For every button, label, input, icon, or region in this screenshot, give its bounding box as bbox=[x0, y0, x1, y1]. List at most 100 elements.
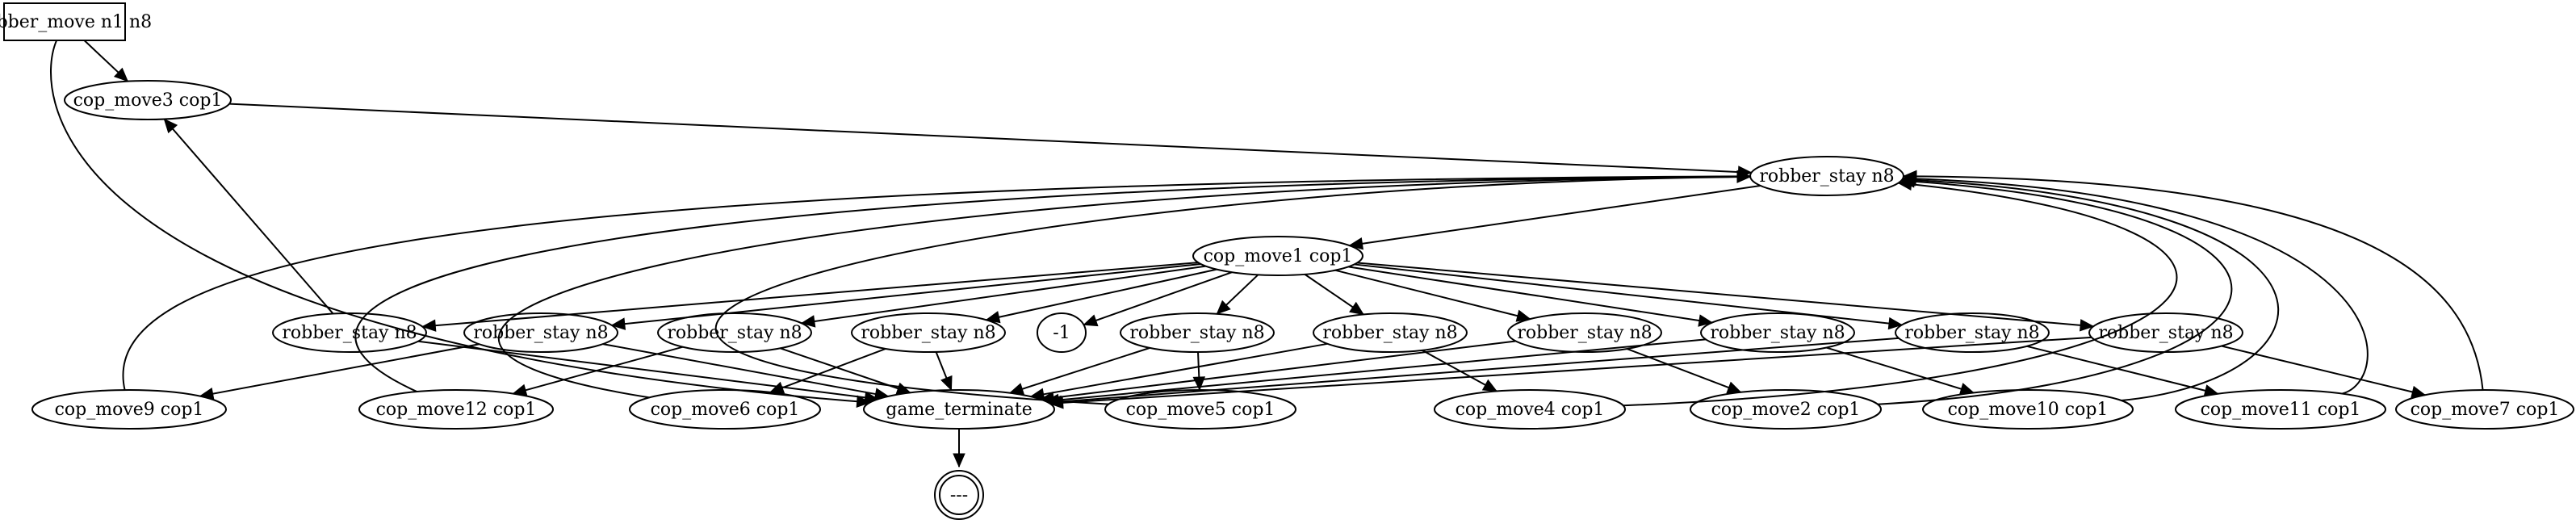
node-cm11: cop_move11 cop1 bbox=[2175, 389, 2386, 430]
node-cm3: cop_move3 cop1 bbox=[64, 80, 232, 120]
node-label: robber_stay n8 bbox=[1904, 323, 2039, 343]
node-label: cop_move12 cop1 bbox=[376, 400, 537, 420]
node-ellipse bbox=[2395, 389, 2574, 430]
edge-cm12-to-rs_top bbox=[354, 175, 1751, 392]
node-label: robber_stay n8 bbox=[667, 323, 802, 343]
node-label: robber_stay n8 bbox=[861, 323, 995, 343]
node-label: robber_stay n8 bbox=[1322, 323, 1457, 343]
node-ellipse bbox=[629, 389, 821, 430]
node-root: robber_move n1 n8 bbox=[0, 2, 152, 41]
node-rs2: robber_stay n8 bbox=[463, 312, 618, 353]
arrowhead-icon bbox=[1481, 379, 1498, 392]
node-rs_top: robber_stay n8 bbox=[1749, 156, 1904, 196]
arrowhead-icon bbox=[800, 315, 816, 328]
edge-rs10-to-cm7 bbox=[2221, 345, 2426, 396]
edge-cm5-to-rs_top bbox=[714, 175, 1751, 405]
edge-rs4-to-cm6 bbox=[769, 348, 886, 393]
node-rs5: robber_stay n8 bbox=[1120, 312, 1275, 353]
arrowhead-icon bbox=[113, 67, 129, 82]
node-label: cop_move5 cop1 bbox=[1126, 400, 1275, 420]
node-rs9: robber_stay n8 bbox=[1895, 312, 2050, 353]
edge-rs10-to-gt bbox=[1049, 336, 2092, 405]
edge-cm6-to-rs_top bbox=[497, 175, 1751, 399]
node-ellipse bbox=[272, 312, 427, 353]
node-ellipse bbox=[1037, 312, 1087, 353]
edge-cm11-to-rs_top bbox=[1903, 177, 2369, 395]
node-ellipse bbox=[1922, 389, 2134, 430]
node-label: cop_move10 cop1 bbox=[1948, 400, 2109, 420]
node-ellipse bbox=[1895, 312, 2050, 353]
edge-rs8-to-cm10 bbox=[1826, 346, 1975, 394]
node-label: robber_stay n8 bbox=[473, 323, 608, 343]
edge-rs6-to-gt bbox=[1030, 342, 1328, 398]
edge-cm1-to-rs1 bbox=[422, 262, 1199, 328]
node-label: cop_move4 cop1 bbox=[1456, 400, 1605, 420]
node-cm2: cop_move2 cop1 bbox=[1690, 389, 1882, 430]
edge-rs8-to-gt bbox=[1045, 338, 1707, 402]
edge-rs1-to-cm3 bbox=[163, 118, 334, 315]
node-label: cop_move3 cop1 bbox=[73, 90, 223, 111]
node-label: cop_move11 cop1 bbox=[2201, 400, 2361, 420]
edge-cm1-to-rs8 bbox=[1348, 266, 1712, 324]
arrowhead-icon bbox=[610, 317, 626, 330]
edge-cm2-to-rs_top bbox=[1877, 179, 2233, 405]
edge-cm4-to-rs_top bbox=[1623, 182, 2178, 407]
edge-root-to-gt bbox=[49, 40, 870, 404]
arrowhead-icon bbox=[985, 311, 1001, 324]
node-label: cop_move7 cop1 bbox=[2411, 400, 2560, 420]
node-cm5: cop_move5 cop1 bbox=[1104, 389, 1296, 430]
node-ellipse bbox=[851, 312, 1006, 353]
node-label: cop_move9 cop1 bbox=[55, 400, 204, 420]
node-label: cop_move2 cop1 bbox=[1711, 400, 1861, 420]
node-ellipse bbox=[1690, 389, 1882, 430]
node-label: robber_stay n8 bbox=[282, 323, 417, 343]
node-ellipse bbox=[657, 312, 812, 353]
node-rs3: robber_stay n8 bbox=[657, 312, 812, 353]
node-rs4: robber_stay n8 bbox=[851, 312, 1006, 353]
node-ellipse bbox=[358, 389, 554, 430]
node-cm12: cop_move12 cop1 bbox=[358, 389, 554, 430]
node-cm4: cop_move4 cop1 bbox=[1434, 389, 1626, 430]
edge-cm1-to-rs3 bbox=[801, 265, 1206, 325]
node-label: robber_stay n8 bbox=[2098, 323, 2233, 343]
arrowhead-icon bbox=[953, 453, 965, 468]
arrowhead-icon bbox=[940, 375, 953, 392]
arrowhead-icon bbox=[2080, 319, 2095, 332]
edge-cm10-to-rs_top bbox=[1902, 178, 2280, 401]
node-ellipse bbox=[1434, 389, 1626, 430]
node-neg1: -1 bbox=[1037, 312, 1087, 353]
arrowhead-icon bbox=[769, 381, 785, 394]
node-ellipse bbox=[1507, 312, 1662, 353]
edge-cm1-to-rs2 bbox=[611, 262, 1201, 326]
edge-rs2-to-gt bbox=[602, 343, 889, 397]
node-label: robber_stay n8 bbox=[1517, 323, 1652, 343]
node-ellipse bbox=[1120, 312, 1275, 353]
node-ellipse bbox=[1192, 236, 1363, 276]
edge-cm7-to-rs_top bbox=[1903, 175, 2484, 391]
node-cm1: cop_move1 cop1 bbox=[1192, 236, 1363, 276]
edge-cm1-to-rs7 bbox=[1334, 269, 1531, 321]
edge-rs5-to-gt bbox=[1009, 346, 1150, 394]
node-rs10: robber_stay n8 bbox=[2088, 312, 2243, 353]
edge-rs9-to-gt bbox=[1048, 337, 1900, 404]
node-label: cop_move6 cop1 bbox=[651, 400, 800, 420]
arrowhead-icon bbox=[1726, 381, 1742, 394]
node-ellipse bbox=[1104, 389, 1296, 430]
edge-cm3-to-rs_top bbox=[229, 103, 1752, 174]
node-ellipse bbox=[863, 389, 1055, 430]
node-ellipse bbox=[1749, 156, 1904, 196]
arrowhead-icon bbox=[1349, 301, 1365, 316]
edge-rs1-to-gt bbox=[417, 340, 878, 400]
node-box bbox=[3, 2, 126, 41]
edge-cm9-to-rs_top bbox=[122, 175, 1751, 391]
node-cm10: cop_move10 cop1 bbox=[1922, 389, 2134, 430]
edge-rs9-to-cm11 bbox=[2026, 345, 2218, 395]
node-gt: game_terminate bbox=[863, 389, 1055, 430]
node-ellipse bbox=[1700, 312, 1855, 353]
node-rs7: robber_stay n8 bbox=[1507, 312, 1662, 353]
node-ellipse bbox=[2175, 389, 2386, 430]
edge-cm1-to-rs10 bbox=[1357, 262, 2094, 328]
edge-cm1-to-neg1 bbox=[1083, 271, 1233, 326]
node-label: game_terminate bbox=[886, 400, 1032, 420]
